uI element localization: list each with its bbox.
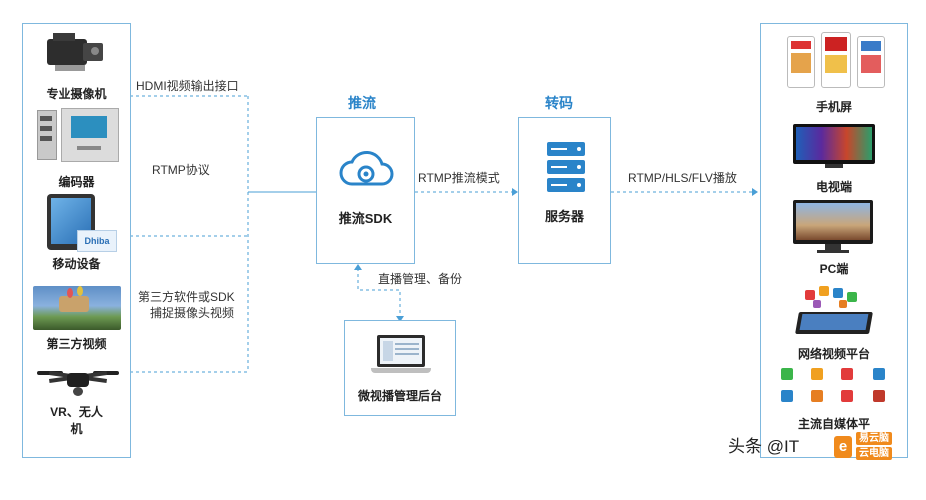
server-icon: [547, 142, 585, 192]
watermark-e-icon: e: [834, 436, 852, 458]
transcode-heading: 转码: [545, 95, 573, 111]
backend-box: 微视播管理后台: [344, 320, 456, 416]
arrow-head-sdk-up: [354, 264, 362, 270]
source-label-encoder: 编码器: [58, 175, 95, 189]
source-label-drone: VR、无人机: [50, 405, 103, 436]
arrow-head-output: [752, 188, 758, 196]
push-sdk-box: 推流SDK: [316, 117, 415, 264]
backend-label: 微视播管理后台: [357, 389, 442, 403]
output-label-media: 主流自媒体平: [797, 417, 870, 431]
source-label-camera: 专业摄像机: [46, 87, 107, 101]
video-thumbnail: [33, 286, 121, 330]
tablet-icon: Dhiba: [47, 194, 117, 252]
watermark-text: 头条 @IT: [728, 437, 800, 456]
push-sdk-label: 推流SDK: [338, 211, 393, 226]
watermark-logo-line1: 易云脑: [856, 432, 892, 445]
sdk-to-backend-connector: [357, 268, 401, 318]
source-label-third-party: 第三方视频: [46, 337, 107, 351]
playback-label: RTMP/HLS/FLV播放: [628, 171, 737, 185]
monitor-icon: [793, 200, 873, 254]
tablet-brand: Dhiba: [77, 230, 117, 252]
outputs-panel: 手机屏 电视端 PC端 网络视频平台 主流自媒体平: [760, 23, 908, 458]
push-heading: 推流: [348, 95, 376, 111]
arrow-head-server: [512, 188, 518, 196]
server-box: 服务器: [518, 117, 611, 264]
third-party-label-line1: 第三方软件或SDK: [138, 290, 235, 304]
mobile-screens-icon: [787, 32, 885, 88]
hdmi-label: HDMI视频输出接口: [136, 79, 239, 93]
output-label-tv: 电视端: [815, 180, 852, 194]
output-label-web: 网络视频平台: [797, 347, 870, 361]
output-label-pc: PC端: [819, 262, 849, 276]
output-label-mobile: 手机屏: [815, 100, 852, 114]
watermark-logo: e 易云脑 云电脑: [834, 432, 910, 462]
web-platform-icon: [791, 286, 877, 336]
tv-icon: [793, 124, 875, 168]
management-label: 直播管理、备份: [378, 272, 463, 286]
sources-panel: 专业摄像机 编码器 Dhiba 移动设备 第三方视频 VR、无人机: [22, 23, 131, 458]
cloud-upload-icon: [339, 151, 394, 186]
rtmp-label: RTMP协议: [152, 163, 210, 177]
watermark-logo-line2: 云电脑: [856, 447, 892, 460]
third-party-label-line2: 捕捉摄像头视频: [150, 306, 235, 320]
encoder-icon: [35, 108, 121, 162]
server-label: 服务器: [544, 209, 584, 224]
source-label-mobile: 移动设备: [52, 257, 101, 271]
laptop-icon: [371, 335, 431, 377]
camera-icon: [43, 31, 109, 77]
arrow-head-backend: [396, 316, 404, 322]
media-apps-icon: [781, 368, 891, 410]
push-mode-label: RTMP推流模式: [418, 171, 500, 185]
drone-icon: [35, 367, 121, 399]
